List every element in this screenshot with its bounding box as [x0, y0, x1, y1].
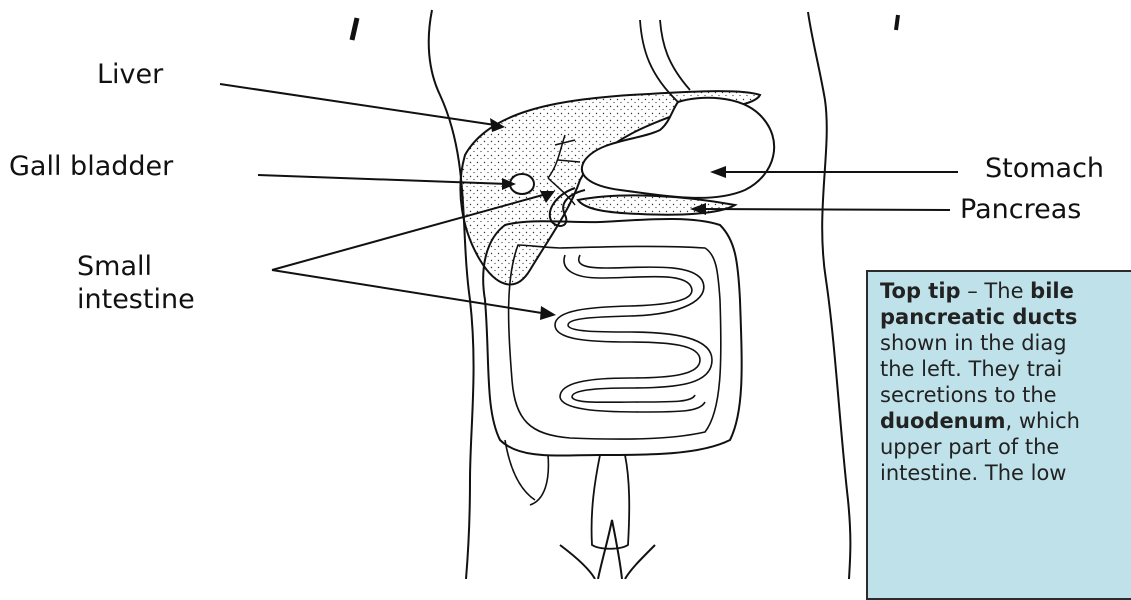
- label-small-intestine-line2: intestine: [77, 283, 195, 316]
- top-tip-box: Top tip – The bile pancreatic ducts show…: [866, 270, 1131, 600]
- tip-pancreatic-ducts: pancreatic ducts: [880, 305, 1077, 329]
- tip-line-1: Top tip – The bile: [880, 278, 1131, 304]
- rectum: [592, 455, 630, 549]
- tip-line-5: secretions to the: [880, 382, 1131, 408]
- tip-line-3: shown in the diag: [880, 330, 1131, 356]
- label-gall-bladder: Gall bladder: [9, 150, 173, 183]
- tip-heading: Top tip: [880, 279, 961, 303]
- tip-line-8: intestine. The low: [880, 460, 1131, 486]
- label-liver: Liver: [97, 58, 163, 91]
- tip-bile: bile: [1030, 279, 1074, 303]
- tip-line-4: the left. They trai: [880, 356, 1131, 382]
- appendix: [505, 440, 548, 505]
- label-small-intestine-line1: Small: [77, 250, 152, 283]
- tip-line-7: upper part of the: [880, 434, 1131, 460]
- tip-dash: – The: [961, 279, 1031, 303]
- label-pancreas: Pancreas: [960, 193, 1081, 226]
- label-stomach: Stomach: [985, 152, 1104, 185]
- small-intestine-coils: [555, 255, 712, 412]
- tip-which: , which: [1005, 409, 1080, 433]
- tip-duodenum: duodenum: [880, 409, 1005, 433]
- esophagus: [640, 20, 690, 102]
- tip-line-6: duodenum, which: [880, 408, 1131, 434]
- tip-line-2: pancreatic ducts: [880, 304, 1131, 330]
- small-intestine-arrowhead-lower: [540, 306, 556, 320]
